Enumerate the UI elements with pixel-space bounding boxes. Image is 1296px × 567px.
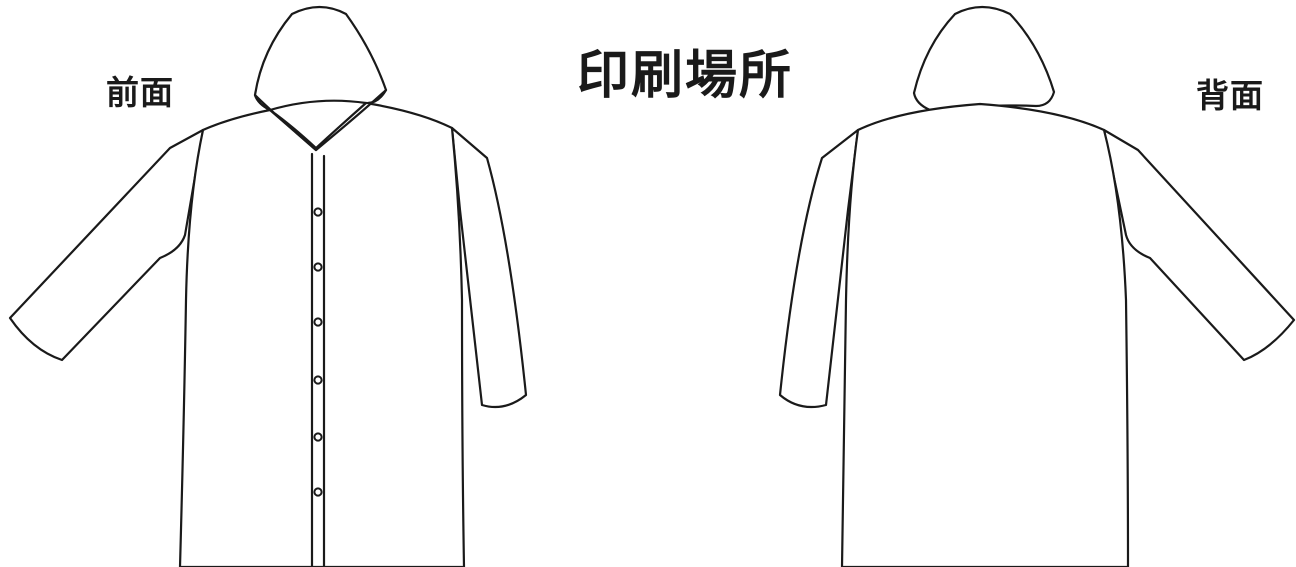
- front-button: [313, 487, 323, 497]
- back-view-label: 背面: [1196, 76, 1264, 115]
- front-button: [313, 317, 323, 327]
- front-button: [313, 207, 323, 217]
- front-view-label: 前面: [106, 73, 174, 112]
- back-body: [840, 102, 1130, 567]
- back-raincoat: [778, 5, 1296, 567]
- front-hood-back: [253, 5, 388, 112]
- front-button: [313, 375, 323, 385]
- back-right-sleeve: [1102, 128, 1296, 362]
- front-body: [178, 101, 466, 567]
- back-hood: [912, 5, 1056, 112]
- print-location-title: 印刷場所: [577, 46, 794, 106]
- front-hood-collar: [253, 88, 388, 152]
- back-left-sleeve: [778, 128, 860, 409]
- front-button: [313, 262, 323, 272]
- front-right-sleeve: [450, 126, 528, 409]
- front-raincoat: [8, 5, 528, 567]
- front-button: [313, 432, 323, 442]
- front-left-sleeve: [8, 128, 205, 362]
